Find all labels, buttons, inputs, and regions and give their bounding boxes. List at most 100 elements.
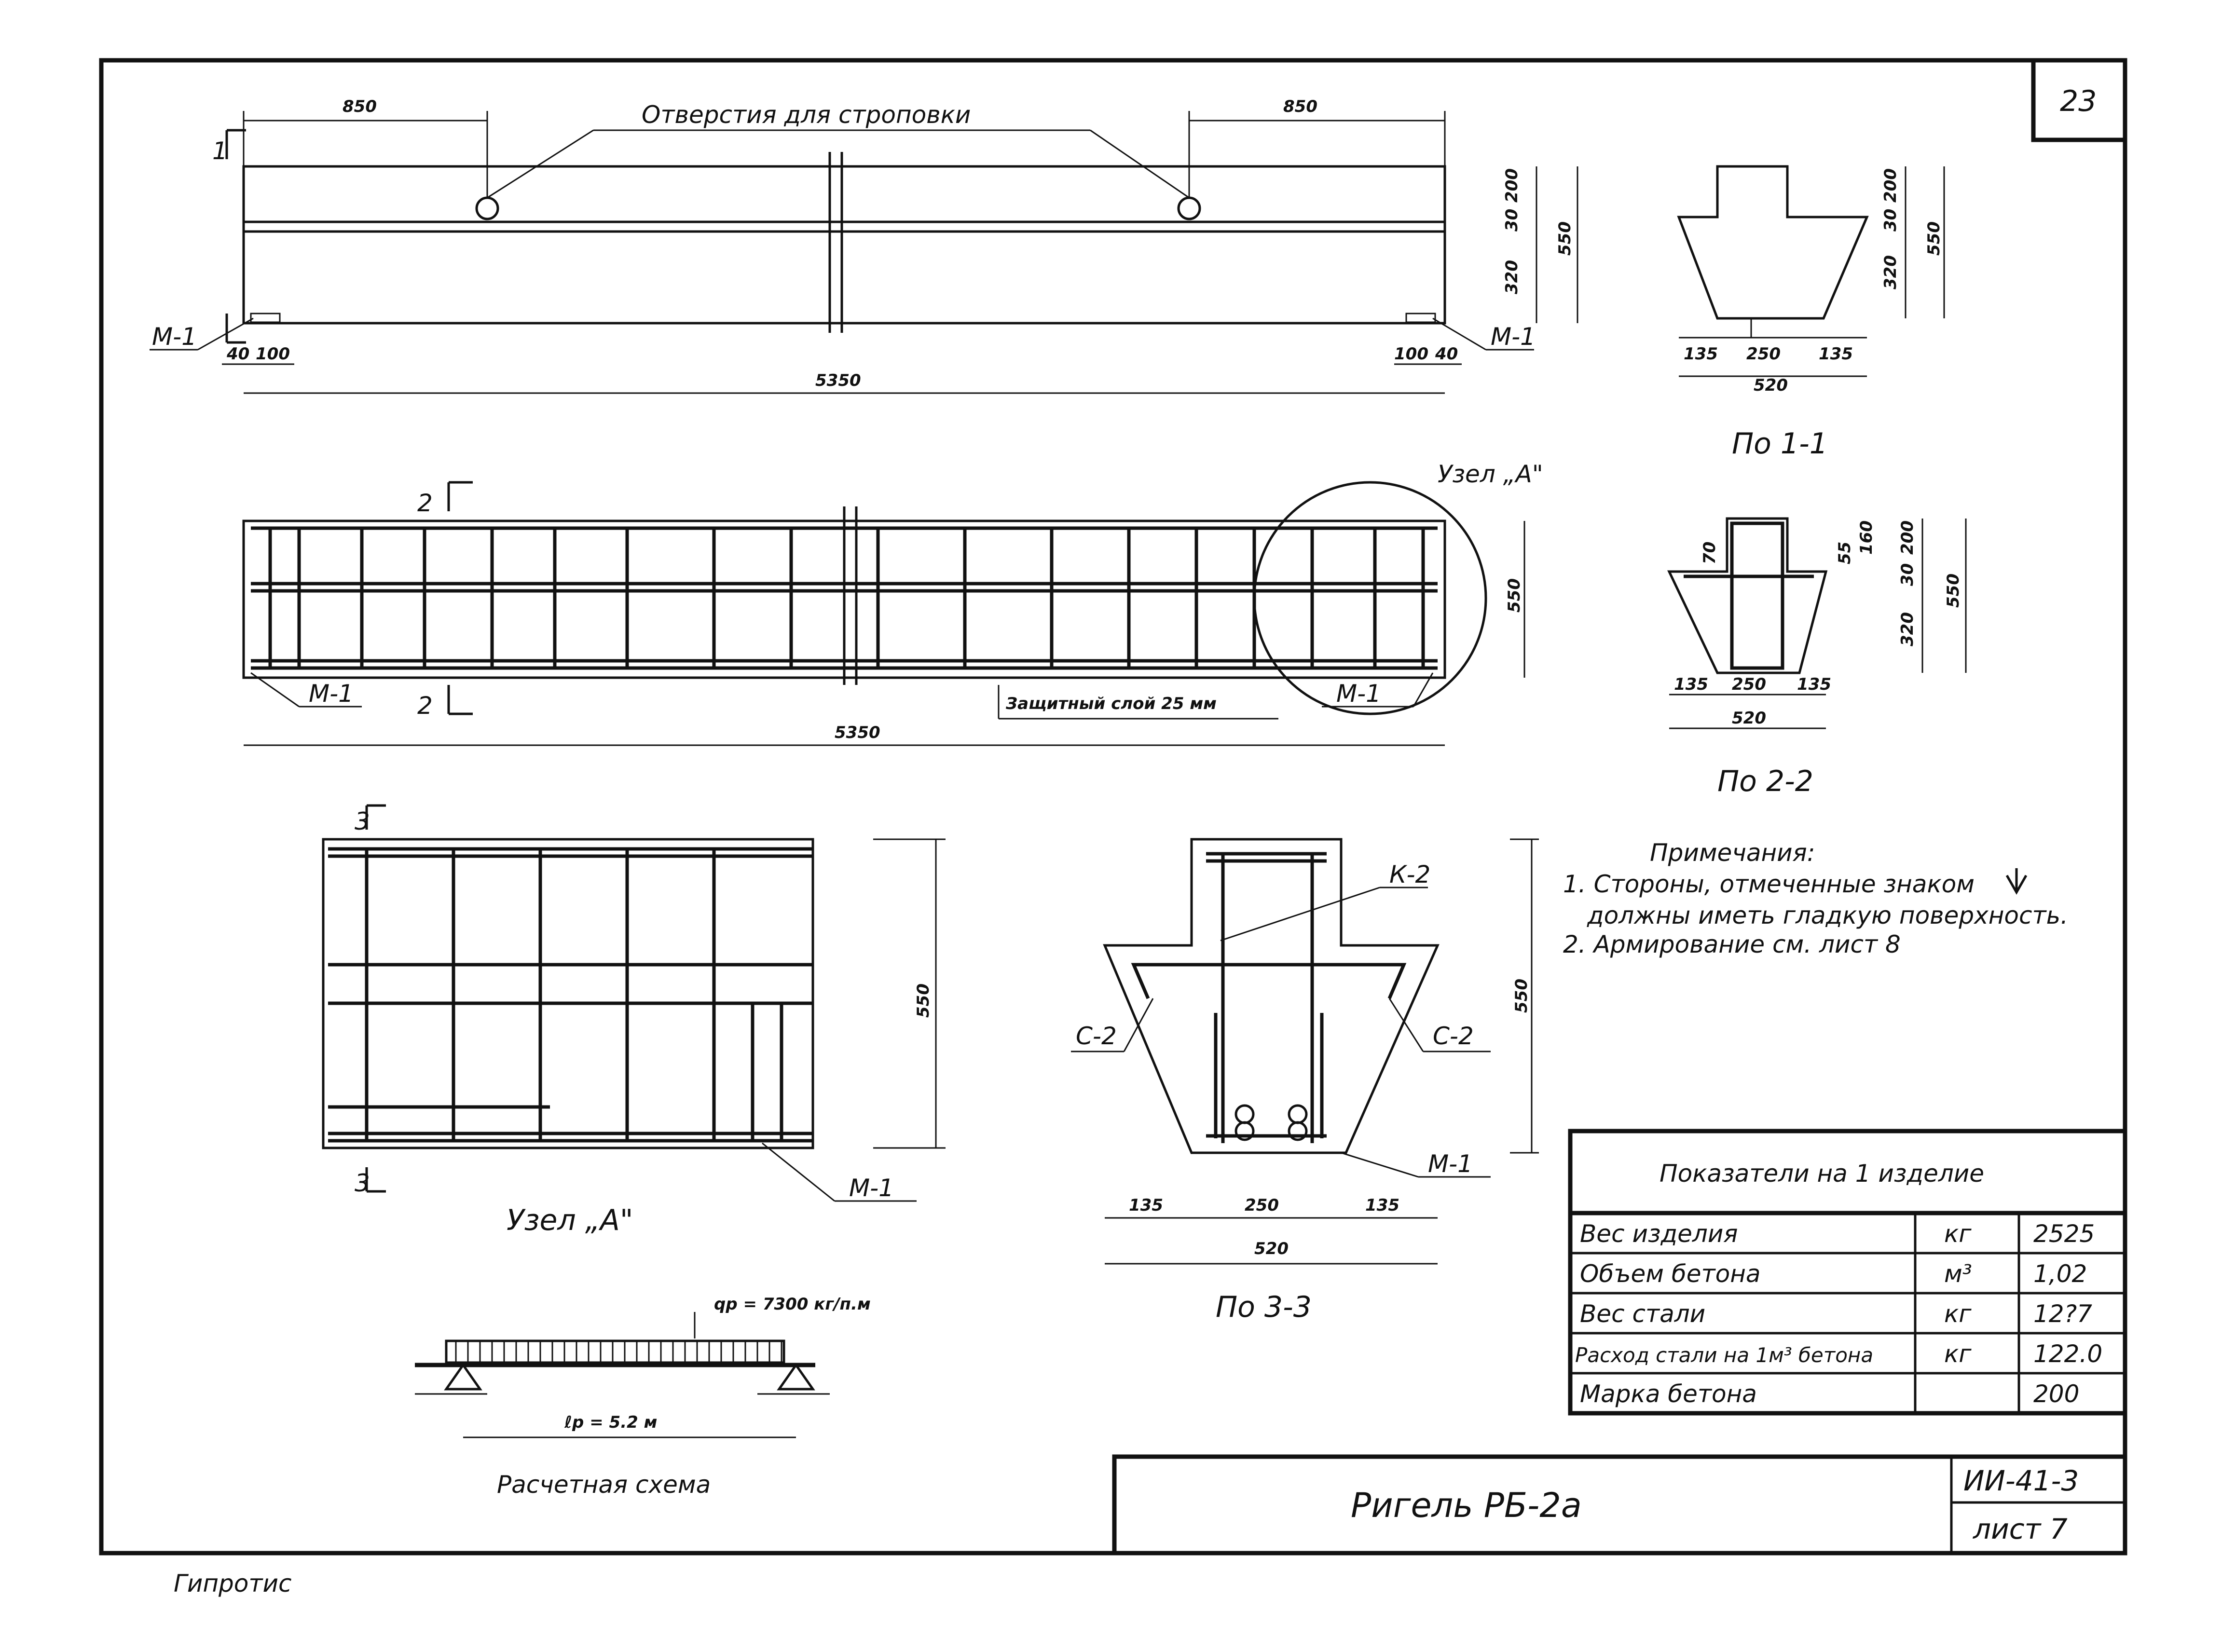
dim-135-b: 135 [1819,344,1853,364]
cut-mark-3-top: 3 [355,807,370,835]
dim-70: 70 [1700,542,1719,564]
dim-550: 550 [1944,573,1963,608]
dim-5350-elevation: 5350 [815,371,861,390]
row-value: 200 [2033,1380,2079,1408]
dim-30: 30 [1502,209,1522,232]
dim-135-b: 135 [1365,1196,1399,1215]
caption-node-a: Узел „А" [507,1203,633,1237]
row-name: Объем бетона [1580,1260,1761,1288]
dim-520: 520 [1732,709,1766,728]
dim-520: 520 [1754,376,1788,395]
dim-550: 550 [1924,221,1944,256]
caption-section-1-1: По 1-1 [1732,427,1828,461]
dim-320: 320 [1881,255,1900,289]
dim-30: 30 [1881,209,1900,232]
plate-m1-left: М-1 [152,323,197,351]
callout-lifting-holes: Отверстия для строповки [642,101,971,129]
row-name: Вес изделия [1580,1220,1738,1248]
section-2-2: 135 250 135 520 320 30 200 550 70 55 160… [1667,517,1967,798]
label-c2-left: С-2 [1076,1022,1117,1050]
beam-elevation: 850 850 Отверстия для строповки 1 5350 4… [150,97,1578,394]
drawing-title: Ригель РБ-2а [1351,1486,1582,1525]
dim-250: 250 [1732,675,1766,694]
calc-scheme: qp = 7300 кг/п.м ℓр = 5.2 м Расчетная сх… [415,1295,871,1499]
dim-550: 550 [914,983,933,1018]
dim-850-left: 850 [343,97,377,116]
footer-org: Гипротис [174,1570,291,1597]
row-name: Марка бетона [1580,1380,1757,1408]
row-value: 2525 [2033,1220,2095,1248]
load-value: qp = 7300 кг/п.м [714,1295,871,1314]
title-block: Ригель РБ-2а ИИ-41-3 лист 7 [1112,1454,2127,1556]
dim-550: 550 [1555,221,1575,256]
dim-200: 200 [1898,520,1917,555]
reinforcement-view: Узел „А" 2 2 М-1 М-1 Защитный слой 25 мм… [242,460,1543,746]
row-value: 122.0 [2033,1340,2102,1368]
caption-section-3-3: По 3-3 [1216,1290,1312,1324]
note-2: 2. Армирование см. лист 8 [1563,930,1901,958]
node-a-circle [1253,481,1487,715]
corner-box [2031,58,2127,142]
table-title: Показатели на 1 изделие [1660,1160,1984,1188]
series-code: ИИ-41-3 [1963,1464,2079,1497]
calc-scheme-caption: Расчетная схема [497,1471,711,1499]
dim-200: 200 [1881,168,1900,203]
dim-135-a: 135 [1129,1196,1163,1215]
notes-heading: Примечания: [1650,839,1815,867]
node-a-callout: Узел „А" [1438,460,1543,488]
plate-m1: М-1 [849,1174,894,1202]
cut-mark-3-bottom: 3 [355,1169,370,1197]
notes: Примечания: 1. Стороны, отмеченные знако… [1563,839,2068,958]
indicators-table: Показатели на 1 изделие Вес изделия кг 2… [1568,1129,2127,1416]
dim-40-right: 40 [1435,344,1458,364]
plate-m1-right: М-1 [1336,680,1381,708]
sheet-frame [99,58,2127,1556]
row-value: 1,02 [2033,1260,2087,1288]
plate-m1-right: М-1 [1491,323,1536,351]
sheet-number: 23 [2060,84,2097,118]
row-name: Расход стали на 1м³ бетона [1575,1343,1873,1367]
row-unit: м³ [1944,1260,1972,1288]
label-m1: М-1 [1428,1150,1473,1178]
dim-30: 30 [1898,563,1917,586]
dim-135-b: 135 [1797,675,1831,694]
node-a-detail: 3 3 550 М-1 Узел „А" [322,804,946,1237]
row-unit: кг [1944,1300,1972,1328]
dim-135-a: 135 [1684,344,1718,364]
dim-40-left: 40 [226,344,249,364]
row-name: Вес стали [1580,1300,1705,1328]
row-value: 12?7 [2033,1300,2092,1328]
caption-section-2-2: По 2-2 [1717,765,1813,798]
span-value: ℓр = 5.2 м [564,1413,657,1432]
dim-550: 550 [1505,578,1524,613]
dim-100-left: 100 [256,344,290,364]
section-3-3: К-2 С-2 С-2 М-1 550 135 250 135 520 По 3… [1071,838,1539,1324]
cut-mark-2-top: 2 [417,489,433,517]
dim-250: 250 [1746,344,1781,364]
dim-250: 250 [1245,1196,1279,1215]
dim-100-right: 100 [1394,344,1428,364]
note-1-cont: должны иметь гладкую поверхность. [1587,901,2068,929]
dim-200: 200 [1502,168,1522,203]
dim-520: 520 [1254,1239,1289,1258]
cut-mark-1-top: 1 [212,137,228,165]
label-c2-right: С-2 [1433,1022,1474,1050]
note-1: 1. Стороны, отмеченные знаком [1563,870,1975,898]
dim-55: 55 [1835,542,1854,564]
cut-mark-2-bottom: 2 [417,692,433,720]
dim-135-a: 135 [1674,675,1708,694]
dim-160: 160 [1857,520,1876,555]
dim-550: 550 [1512,979,1531,1013]
dim-850-right: 850 [1283,97,1317,116]
dim-320: 320 [1898,612,1917,646]
cover-note: Защитный слой 25 мм [1005,694,1217,713]
row-unit: кг [1944,1220,1972,1248]
lifting-hole-right [1177,196,1201,220]
plate-m1-left: М-1 [309,680,354,708]
row-unit: кг [1944,1340,1972,1368]
sheet-label: лист 7 [1973,1513,2068,1545]
label-k2: К-2 [1389,860,1430,888]
dim-320: 320 [1502,260,1522,294]
dim-5350-reinf: 5350 [835,723,880,742]
